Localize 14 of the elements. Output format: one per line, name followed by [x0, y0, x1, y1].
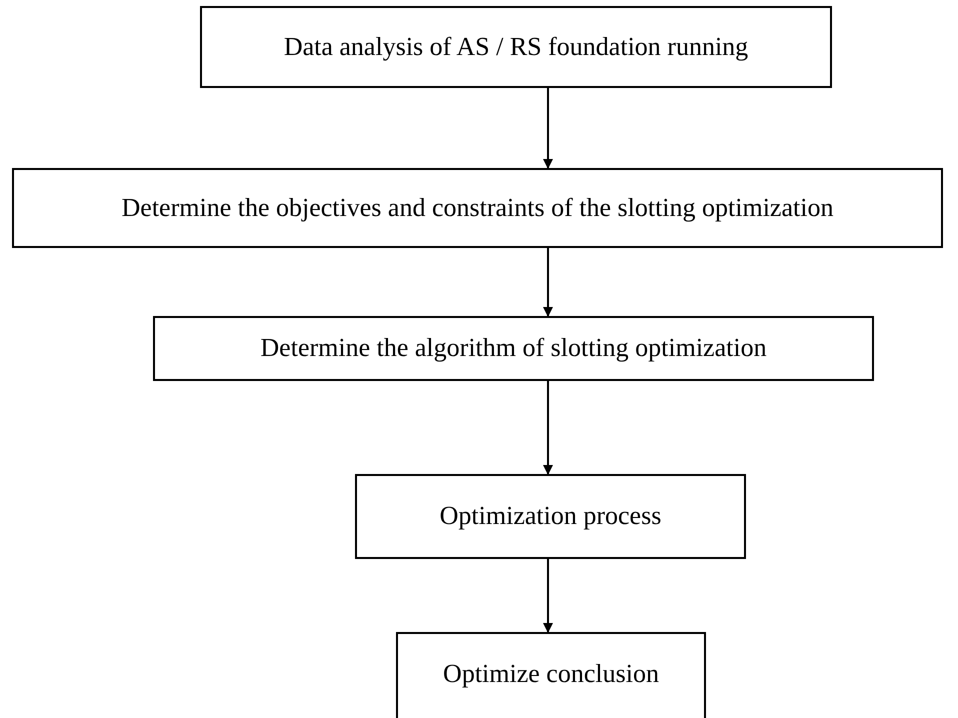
box-text: Optimize conclusion	[443, 658, 659, 690]
box-text: Data analysis of AS / RS foundation running	[284, 30, 748, 63]
arrow	[543, 559, 553, 633]
process-box	[12, 168, 943, 248]
process-box	[355, 474, 746, 559]
process-box	[153, 316, 874, 381]
box-text: Determine the algorithm of slotting optimization	[260, 332, 767, 364]
arrow	[543, 248, 553, 317]
process-box	[396, 632, 706, 718]
box-text: Optimization process	[440, 500, 662, 532]
process-box	[200, 6, 832, 88]
box-text: Determine the objectives and constraints of the slotting optimization	[122, 192, 834, 224]
arrow	[543, 88, 553, 169]
arrow	[543, 381, 553, 475]
